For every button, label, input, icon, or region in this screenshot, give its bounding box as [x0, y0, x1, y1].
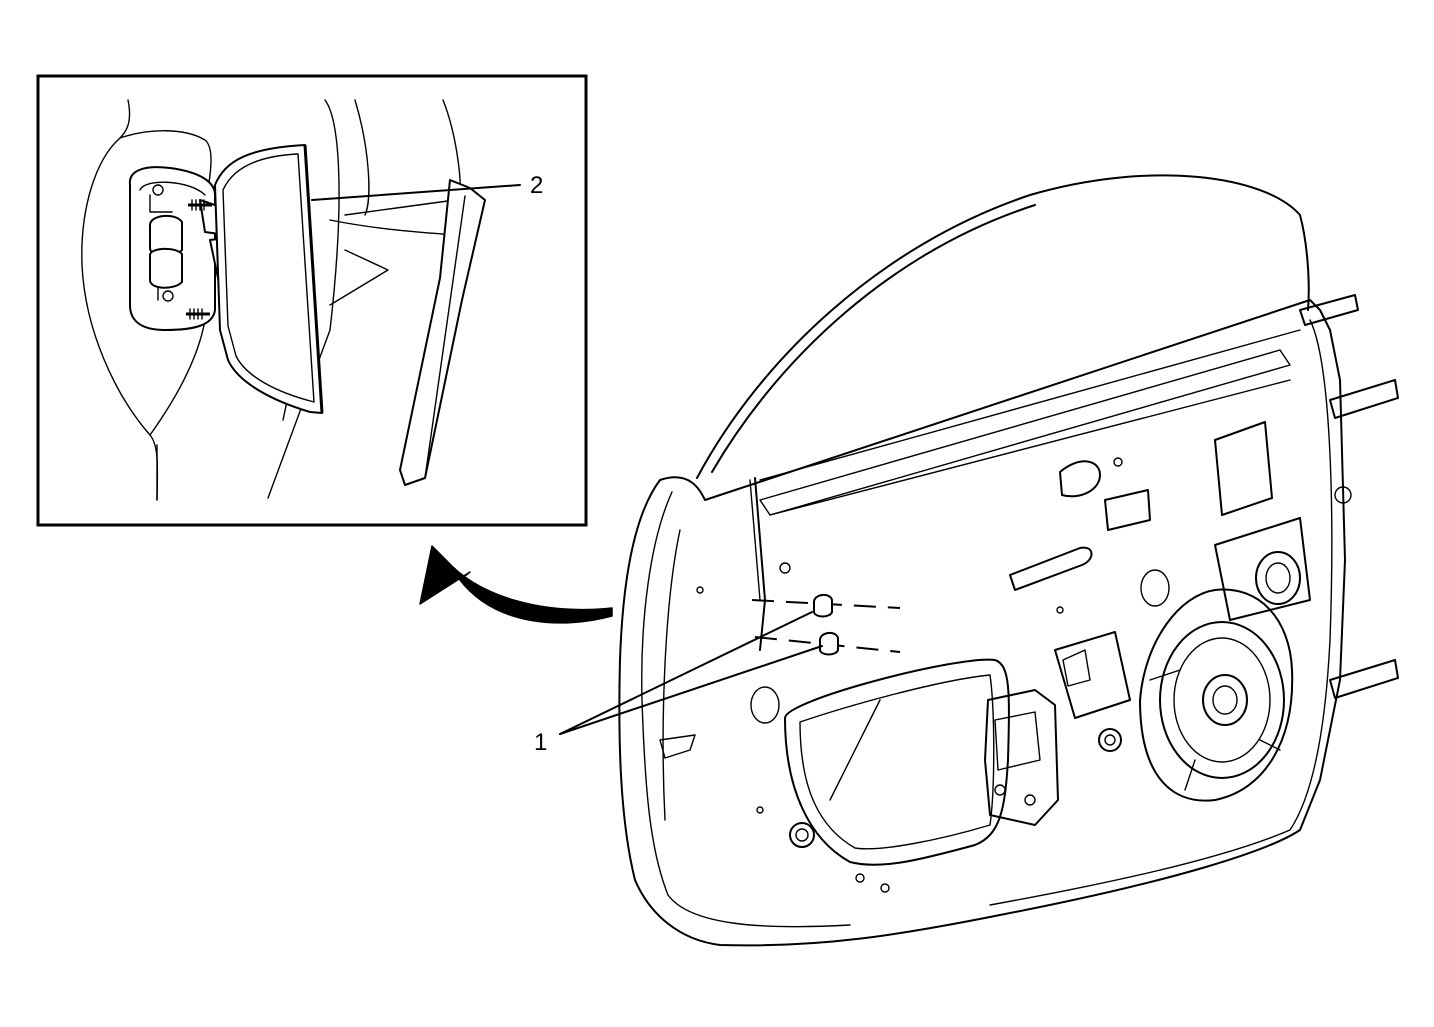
door-tweeter: [1214, 517, 1311, 621]
callout-1: 1: [534, 729, 547, 756]
mirror-nuts: [751, 594, 901, 656]
curved-arrow-icon: [419, 545, 613, 624]
callout-2: 2: [530, 172, 543, 199]
leader-lines: [311, 184, 823, 735]
door-assembly: [618, 174, 1399, 947]
door-speaker: [1139, 588, 1294, 802]
detail-inset: [36, 74, 588, 527]
mirror-gasket: [214, 144, 324, 414]
door-latch: [984, 689, 1059, 826]
